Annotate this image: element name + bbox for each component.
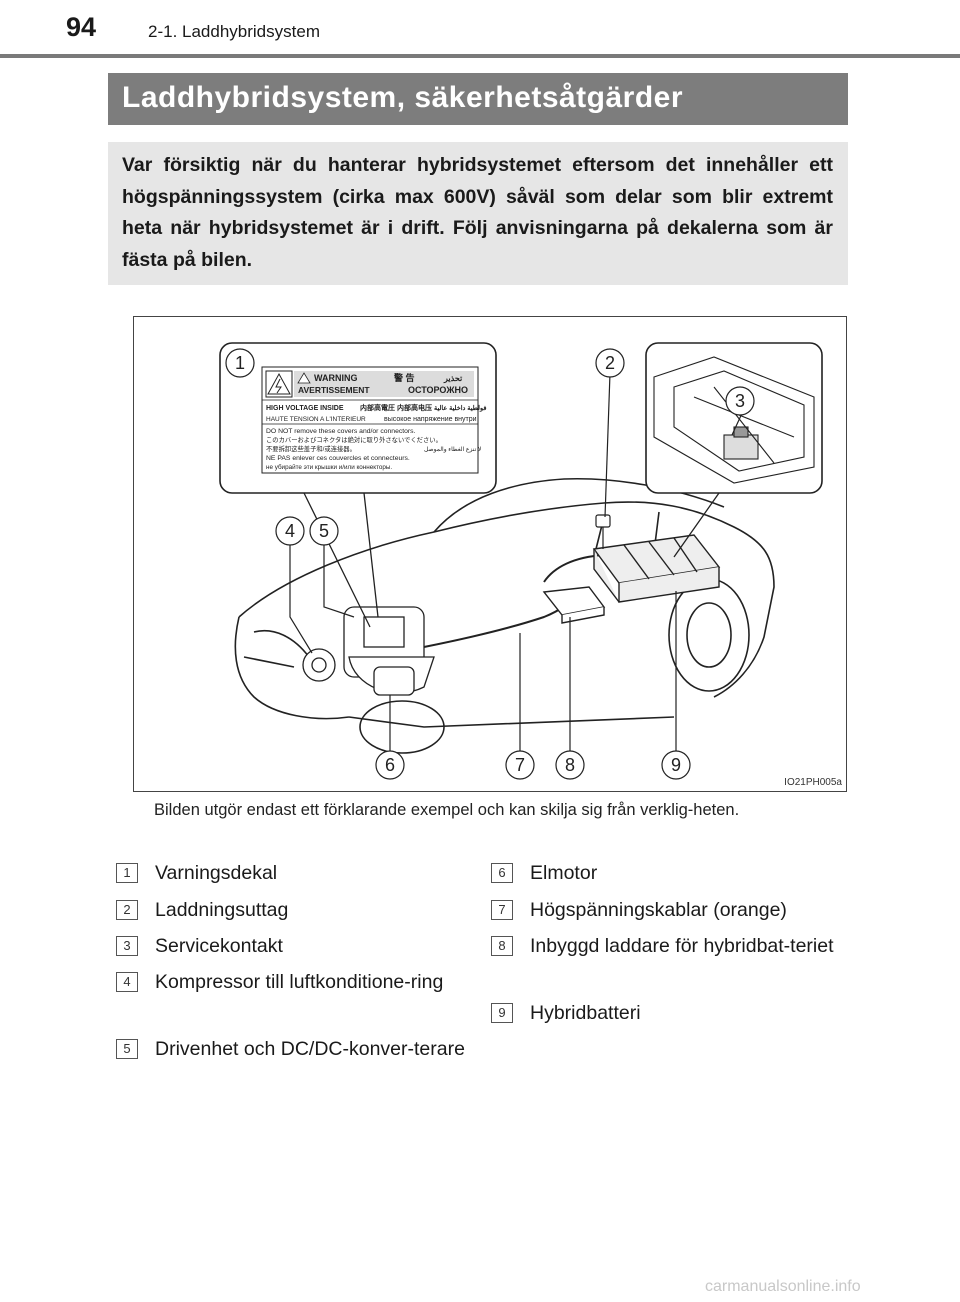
callout-5: 5 <box>309 516 339 546</box>
callout-leaders <box>289 372 745 753</box>
legend-text: Laddningsuttag <box>155 899 289 921</box>
decal-line-5: не убирайте эти крышки и/или коннекторы. <box>266 463 392 471</box>
figure-code: IO21PH005a <box>784 777 842 788</box>
section-title: Laddhybridsystem, säkerhetsåtgärder <box>122 81 684 114</box>
decal-line-2: このカバーおよびコネクタは絶対に取り外さないでください。 <box>266 435 442 444</box>
decal-avertissement: AVERTISSEMENT <box>298 385 370 395</box>
decal-ostorozhno: ОСТОРОЖНО <box>408 385 468 395</box>
decal-line-3: 不要拆卸这些盖子和/或连接器。 <box>266 444 356 453</box>
decal-leader <box>303 492 379 628</box>
lightning-icon <box>275 378 282 394</box>
callout-1: 1 <box>225 348 255 378</box>
decal-ht-fr: HAUTE TENSION A L'INTERIEUR <box>266 416 366 423</box>
callout-8: 8 <box>555 750 585 780</box>
figure-caption: Bilden utgör endast ett förklarande exem… <box>154 801 740 819</box>
legend-text: Elmotor <box>530 862 598 884</box>
intro-text: Var försiktig när du hanterar hybridsyst… <box>122 154 833 271</box>
callout-3: 3 <box>725 386 755 416</box>
decal-hv-inside: HIGH VOLTAGE INSIDE <box>266 405 344 412</box>
decal-line-3-ar: لا تنزع الغطاء والموصل <box>424 446 481 453</box>
legend-number: 9 <box>491 1003 513 1023</box>
callout-7: 7 <box>505 750 535 780</box>
decal-hv-ar: فولطية داخلية عالية <box>434 404 486 412</box>
hybrid-system-figure: WARNING 警 告 تحذير AVERTISSEMENT ОСТОРОЖН… <box>133 316 847 792</box>
legend-number: 5 <box>116 1039 138 1059</box>
decal-ht-ru: высокое напряжение внутри <box>384 416 477 423</box>
service-plug-leader <box>673 492 720 558</box>
svg-text:2: 2 <box>605 353 615 373</box>
legend-number: 4 <box>116 972 138 992</box>
callout-numbers: 1 2 3 4 5 6 7 8 9 <box>225 348 755 780</box>
svg-text:1: 1 <box>235 353 245 373</box>
legend-text: Kompressor till luftkonditione-ring <box>155 971 444 993</box>
chapter-heading: 2-1. Laddhybridsystem <box>148 22 320 41</box>
legend-number: 3 <box>116 936 138 956</box>
decal-hv-cjk: 内部高電圧 内部高电压 <box>360 403 432 412</box>
legend-text: Inbyggd laddare för hybridbat-teriet <box>530 935 834 957</box>
legend-number: 8 <box>491 936 513 956</box>
legend-text: Varningsdekal <box>155 862 278 884</box>
svg-text:8: 8 <box>565 755 575 775</box>
legend-text: Hybridbatteri <box>530 1002 641 1024</box>
svg-text:6: 6 <box>385 755 395 775</box>
legend-number: 2 <box>116 900 138 920</box>
svg-text:5: 5 <box>319 521 329 541</box>
legend-text: Servicekontakt <box>155 935 283 957</box>
section-title-bar: Laddhybridsystem, säkerhetsåtgärder <box>108 73 848 125</box>
onboard-charger <box>542 586 606 624</box>
svg-text:3: 3 <box>735 391 745 411</box>
decal-warning-cjk: 警 告 <box>394 372 415 383</box>
callout-9: 9 <box>661 750 691 780</box>
legend-number: 7 <box>491 900 513 920</box>
legend-text: Drivenhet och DC/DC-konver-terare <box>155 1038 465 1060</box>
callout-2: 2 <box>595 348 625 378</box>
header-rule <box>0 54 960 58</box>
callout-6: 6 <box>375 750 405 780</box>
decal-warning: WARNING <box>314 373 358 383</box>
page-number: 94 <box>66 12 97 42</box>
intro-box: Var försiktig när du hanterar hybridsyst… <box>108 142 848 285</box>
warning-decal: WARNING 警 告 تحذير AVERTISSEMENT ОСТОРОЖН… <box>261 366 486 474</box>
legend-number: 1 <box>116 863 138 883</box>
decal-warning-ar: تحذير <box>443 374 463 384</box>
watermark: carmanualsonline.info <box>705 1278 861 1295</box>
service-plug-detail <box>653 356 815 484</box>
car-illustration: WARNING 警 告 تحذير AVERTISSEMENT ОСТОРОЖН… <box>219 342 823 780</box>
engine-components <box>302 606 435 696</box>
legend-number: 6 <box>491 863 513 883</box>
svg-text:4: 4 <box>285 521 295 541</box>
svg-text:9: 9 <box>671 755 681 775</box>
hybrid-battery <box>592 534 721 603</box>
svg-text:7: 7 <box>515 755 525 775</box>
charging-inlet <box>595 514 611 549</box>
legend-text: Högspänningskablar (orange) <box>530 899 787 921</box>
decal-line-4: NE PAS enlever ces couvercles et connect… <box>266 455 410 462</box>
service-plug-inset <box>645 342 823 494</box>
callout-4: 4 <box>275 516 305 546</box>
decal-line-1: DO NOT remove these covers and/or connec… <box>266 428 416 435</box>
hazard-triangle-icon <box>267 372 291 395</box>
